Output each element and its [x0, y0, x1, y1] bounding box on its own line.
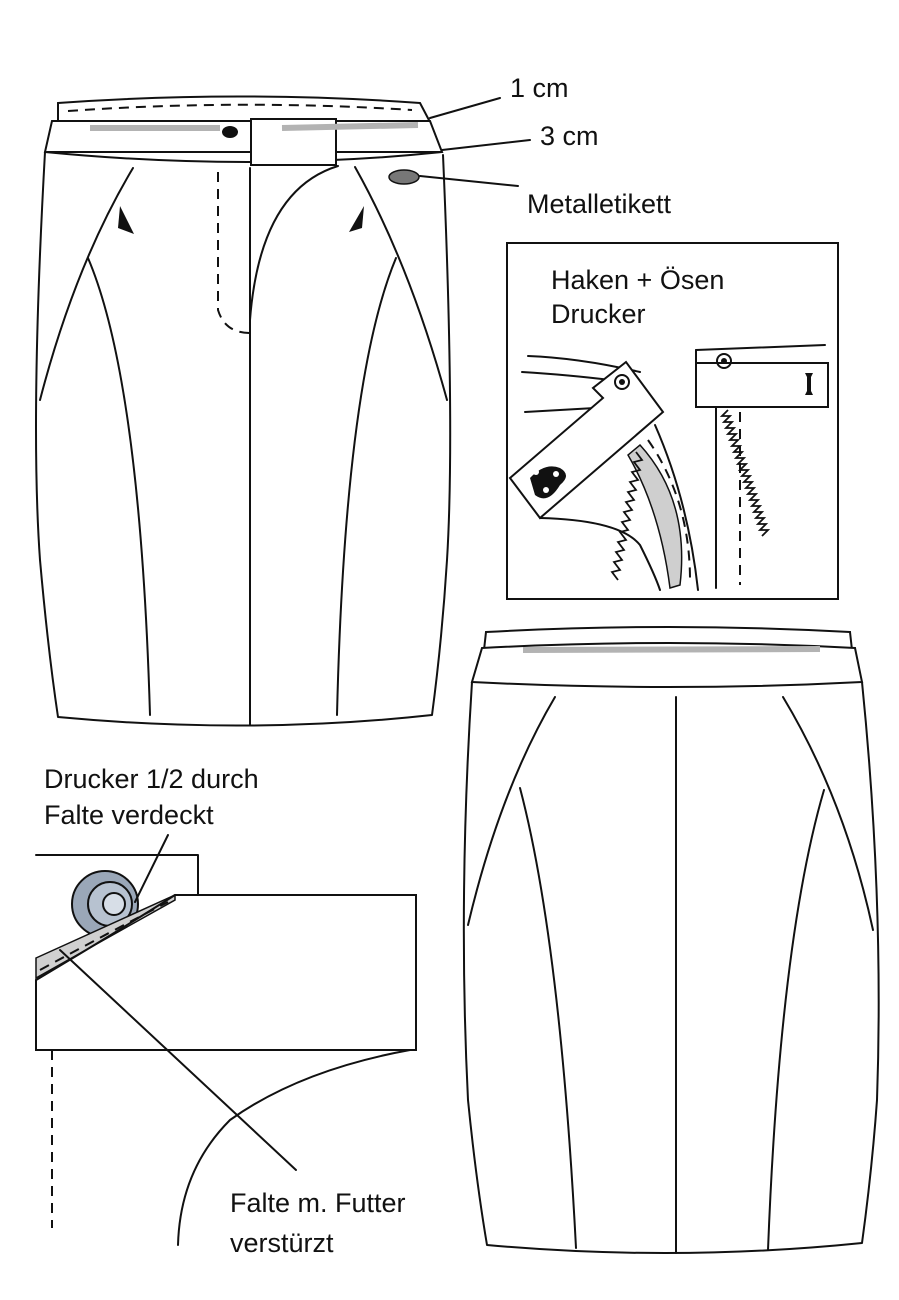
- detail-right-snap-inner: [721, 358, 727, 364]
- back-left-princess-seam: [519, 787, 577, 1249]
- front-skirt-outline: [35, 151, 452, 727]
- label-metal-label: Metalletikett: [527, 189, 672, 219]
- detail-left-zigzag: [610, 451, 644, 581]
- detail-right-waistband: [695, 362, 829, 408]
- fly-curve: [249, 165, 339, 321]
- hooks-detail-box: Haken + Ösen Drucker: [506, 242, 839, 600]
- back-waistband-tape: [522, 646, 821, 653]
- eye-icon: [805, 373, 813, 395]
- snap-fold-stitch: [39, 901, 169, 971]
- leader-1cm: [429, 97, 501, 119]
- detail-right-zigzag: [719, 409, 771, 537]
- left-dart-arrow: [118, 206, 134, 234]
- snap-under-layer: [35, 854, 199, 896]
- right-pocket-seam: [354, 166, 448, 401]
- detail-right-top-line: [695, 344, 826, 351]
- snap-fold-edge: [35, 894, 176, 981]
- waistband-button: [222, 126, 238, 138]
- hook-hole-1: [533, 469, 539, 475]
- detail-left-edge: [654, 424, 699, 591]
- label-snap-line2: Falte verdeckt: [44, 800, 214, 830]
- label-fold-line1: Falte m. Futter: [230, 1188, 406, 1218]
- label-snap-line1: Drucker 1/2 durch: [44, 764, 259, 794]
- detail-snap-inner: [619, 379, 625, 385]
- left-pocket-seam: [39, 167, 134, 401]
- label-3cm: 3 cm: [540, 121, 599, 151]
- leader-fold: [59, 949, 297, 1171]
- detail-left-lining: [627, 443, 683, 589]
- back-skirt-outline: [462, 681, 880, 1255]
- metal-label-tag: [388, 169, 420, 185]
- right-princess-seam: [336, 257, 397, 716]
- leader-snap: [134, 834, 169, 903]
- label-1cm: 1 cm: [510, 73, 569, 103]
- left-princess-seam: [87, 257, 151, 716]
- back-right-princess-seam: [767, 789, 825, 1251]
- waistband-tape-right: [281, 122, 419, 131]
- hook-hole-3: [543, 487, 549, 493]
- front-skirt: [35, 95, 452, 727]
- label-fold-line2: verstürzt: [230, 1228, 334, 1258]
- detail-snap-outer: [614, 374, 630, 390]
- label-drucker: Drucker: [551, 299, 646, 329]
- snap-metal-inner: [102, 892, 126, 916]
- leader-metal-label: [419, 175, 519, 187]
- detail-left-line-3: [524, 407, 596, 413]
- detail-left-curve: [539, 517, 661, 591]
- back-right-pocket-seam: [782, 696, 874, 931]
- snap-detail-curve: [177, 1049, 411, 1246]
- hook-hole-2: [553, 471, 559, 477]
- back-skirt: [462, 626, 880, 1255]
- front-facing-stitch: [67, 103, 413, 112]
- front-waistband-facing: [57, 95, 432, 123]
- back-left-pocket-seam: [467, 696, 556, 926]
- detail-left-stitch: [647, 439, 691, 581]
- label-hooks: Haken + Ösen: [551, 265, 724, 295]
- leader-3cm: [441, 139, 531, 151]
- detail-left-line-2: [521, 371, 611, 381]
- fly-topstitch: [217, 172, 251, 334]
- detail-right-snap-outer: [716, 353, 732, 369]
- snap-detail: Drucker 1/2 durch Falte verdeckt Falte m…: [35, 764, 417, 1258]
- right-dart-arrow: [349, 206, 364, 232]
